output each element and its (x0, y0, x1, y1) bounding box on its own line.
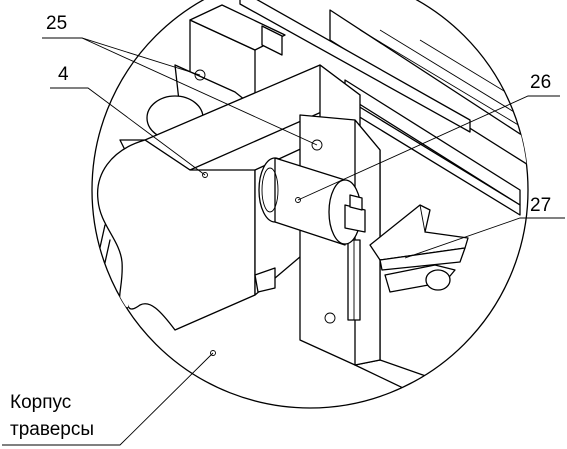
bracket-edge (99, 239, 111, 286)
body-label-line2: траверсы (10, 419, 95, 440)
pivot-shaft (258, 157, 366, 246)
rail-beams (239, 0, 528, 216)
clamp-assembly (369, 204, 469, 293)
callout-27: 27 (530, 195, 552, 216)
callout-4: 4 (58, 64, 69, 85)
body-label-line1: Корпус (10, 392, 72, 413)
callout-25: 25 (46, 13, 68, 34)
callout-26: 26 (530, 72, 552, 93)
leader-lines (2, 37, 565, 446)
drawing-body (94, 0, 528, 408)
detail-view-circle (91, 0, 529, 409)
